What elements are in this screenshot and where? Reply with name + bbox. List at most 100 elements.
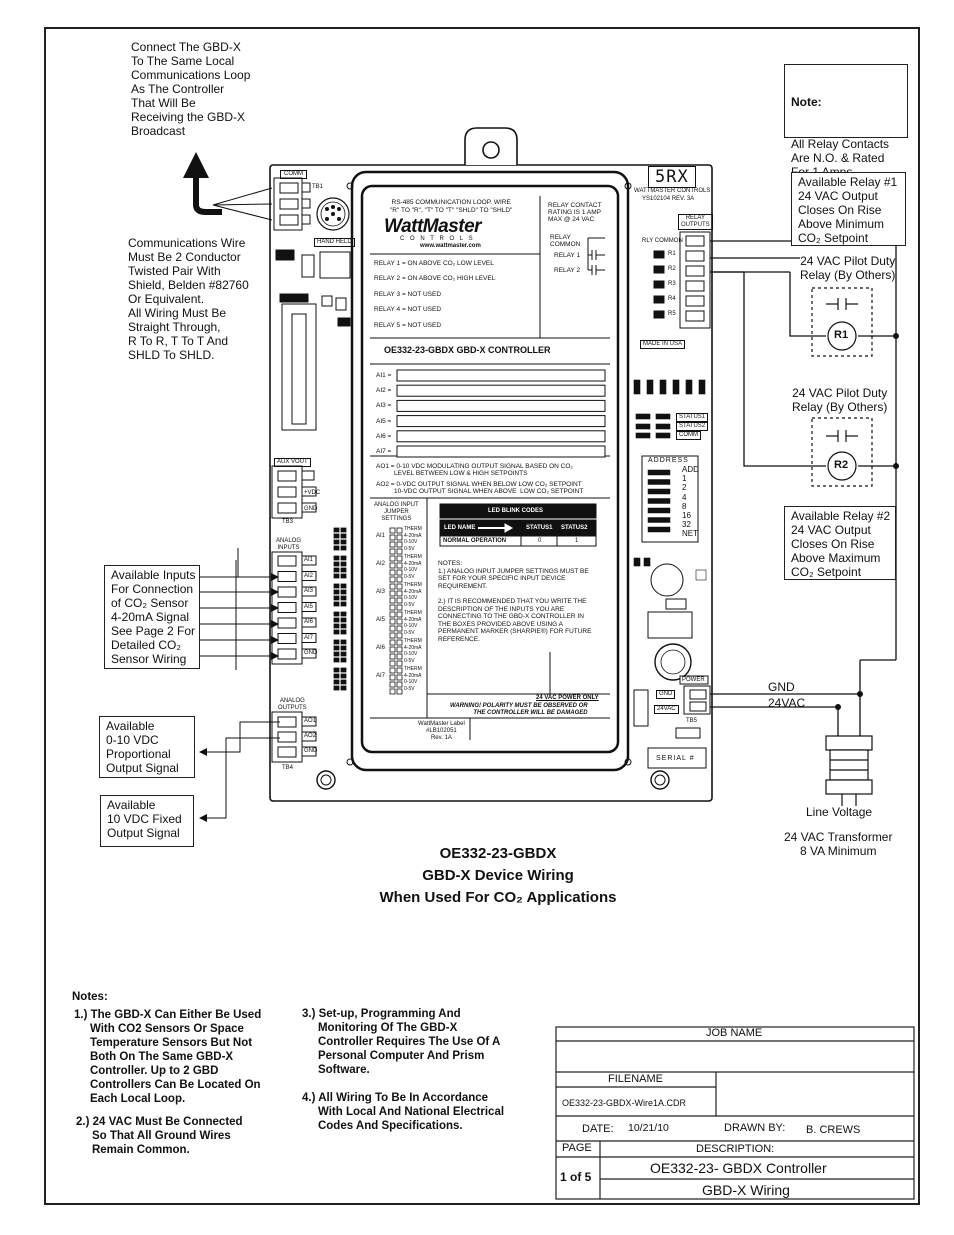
jumper-pin xyxy=(333,639,340,645)
relay2-note: RELAY 2 xyxy=(554,267,581,274)
description-line-2: GBD-X Wiring xyxy=(702,1182,790,1198)
jumper-pin xyxy=(333,629,340,635)
title-line-1: OE332-23-GBDX xyxy=(439,845,557,862)
power-terminal xyxy=(683,685,711,715)
label-jumper-pin xyxy=(396,604,403,611)
jumper-pin xyxy=(340,589,347,595)
relay-outputs-label: RELAY OUTPUTS xyxy=(678,214,713,230)
date-label: DATE: xyxy=(582,1123,614,1135)
ao-gnd-term-label: GND xyxy=(304,748,318,754)
dip-switch-lever xyxy=(647,479,671,485)
jumper-pin xyxy=(340,561,347,567)
hand-held-label: HAND HELD xyxy=(314,238,355,247)
ai-row-label: AI6 = xyxy=(376,432,392,440)
title-line-2: GBD-X Device Wiring xyxy=(422,867,574,884)
label-jumper-pin xyxy=(396,632,403,639)
led-title: LED BLINK CODES xyxy=(488,508,544,514)
relay-term-label: R1 xyxy=(668,251,676,257)
serial-label: SERIAL # xyxy=(656,755,695,762)
label-jumper-pin xyxy=(396,576,403,583)
jumper-pin xyxy=(333,527,340,533)
power-only-note: 24 VAC POWER ONLY xyxy=(536,695,599,701)
label-jumper-pin xyxy=(389,653,396,660)
relay-rating: RELAY CONTACT RATING IS 1 AMP MAX @ 24 V… xyxy=(548,202,602,223)
jumper-pin xyxy=(340,601,347,607)
aux-vout-label: AUX VOUT xyxy=(274,458,311,467)
aux-gnd-label: GND xyxy=(304,506,318,512)
jumper-pin xyxy=(340,545,347,551)
date-value: 10/21/10 xyxy=(628,1122,669,1134)
label-jumper-pin xyxy=(396,618,403,625)
jumper-pin xyxy=(340,617,347,623)
jumper-pin xyxy=(340,539,347,545)
tb5-label: TB5 xyxy=(686,718,698,724)
description-line-1: OE332-23- GBDX Controller xyxy=(650,1160,827,1176)
address-value: 4 xyxy=(682,492,687,502)
tb1-label: TB1 xyxy=(312,184,324,190)
jumper-pin xyxy=(333,583,340,589)
relay-line: RELAY 2 = ON ABOVE CO₂ HIGH LEVEL xyxy=(374,275,496,283)
relay-led xyxy=(653,265,665,274)
label-brand: WattMaster xyxy=(384,216,482,237)
pilot-duty-1: 24 VAC Pilot Duty Relay (By Others) xyxy=(800,254,896,282)
ai-terminal-tag xyxy=(301,586,317,597)
label-jumper-pin xyxy=(396,597,403,604)
label-jumper-pin xyxy=(396,583,403,590)
label-jumper-pin xyxy=(396,527,403,534)
comm-status-label: COMM xyxy=(676,431,701,440)
relay-terminal-screw xyxy=(685,250,705,262)
dip-switch-lever xyxy=(647,469,671,476)
label-jumper-pin xyxy=(389,639,396,646)
jumper-pin xyxy=(333,595,340,601)
relay1-note-box: Available Relay #1 24 VAC Output Closes … xyxy=(791,172,906,246)
jumper-pin xyxy=(340,583,347,589)
rs485-note: RS-485 COMMUNICATION LOOP. WIRE "R" TO "… xyxy=(390,199,513,214)
line-voltage-label: Line Voltage xyxy=(806,805,873,819)
label-jumper-pin xyxy=(396,660,403,667)
led-name-header: LED NAME xyxy=(444,525,476,531)
jumper-options: THERM 4-20mA 0-10V 0-5V xyxy=(404,610,422,636)
brand-plate: WATTMASTER CONTROLS xyxy=(634,188,711,194)
jumper-pin xyxy=(333,685,340,691)
relay-wiring xyxy=(710,240,897,736)
jumper-pin xyxy=(333,561,340,567)
label-jumper-pin xyxy=(389,583,396,590)
jumper-pin xyxy=(333,645,340,651)
jumper-pin xyxy=(333,651,340,657)
label-jumper-pin xyxy=(396,688,403,695)
label-jumper-pin xyxy=(396,625,403,632)
label-jumper-pin xyxy=(389,576,396,583)
relay-term-label: R4 xyxy=(668,296,676,302)
ai-term-label: GND xyxy=(304,650,318,656)
jumper-row-label: AI6 xyxy=(376,645,386,651)
comm-wire-note: Communications Wire Must Be 2 Conductor … xyxy=(128,236,249,362)
label-jumper-pin xyxy=(389,667,396,674)
connect-note: Connect The GBD-X To The Same Local Comm… xyxy=(131,40,251,138)
relay-led xyxy=(653,295,665,304)
jumper-pin xyxy=(340,533,347,539)
label-jumper-pin xyxy=(389,604,396,611)
jumper-options: THERM 4-20mA 0-10V 0-5V xyxy=(404,582,422,608)
label-jumper-pin xyxy=(389,534,396,541)
controller-title: OE332-23-GBDX GBD-X CONTROLLER xyxy=(384,345,551,355)
label-jumper-pin xyxy=(389,646,396,653)
relay-common-note: RELAY COMMON xyxy=(550,234,581,248)
jumper-pin xyxy=(333,555,340,561)
label-jumper-pin xyxy=(389,548,396,555)
ao1-note: AO1 = 0-10 VDC MODULATING OUTPUT SIGNAL … xyxy=(376,463,573,477)
jumper-pin xyxy=(333,667,340,673)
dip-switch-lever xyxy=(647,526,671,533)
ao1-term-label: AO1 xyxy=(304,718,317,724)
relay-term-label: R5 xyxy=(668,311,676,317)
ai-description-box xyxy=(396,430,606,443)
jumper-pin xyxy=(340,679,347,685)
jumper-pin xyxy=(333,617,340,623)
jumper-pin xyxy=(340,629,347,635)
relay-line: RELAY 1 = ON ABOVE CO₂ LOW LEVEL xyxy=(374,260,494,267)
jumper-pin xyxy=(333,623,340,629)
transformer-label: 24 VAC Transformer 8 VA Minimum xyxy=(784,830,893,858)
note-1: 1.) The GBD-X Can Either Be Used With CO… xyxy=(74,1009,262,1105)
ai-terminal-tag xyxy=(301,602,317,612)
label-jumper-pin xyxy=(396,590,403,597)
jumper-pin xyxy=(340,527,347,533)
